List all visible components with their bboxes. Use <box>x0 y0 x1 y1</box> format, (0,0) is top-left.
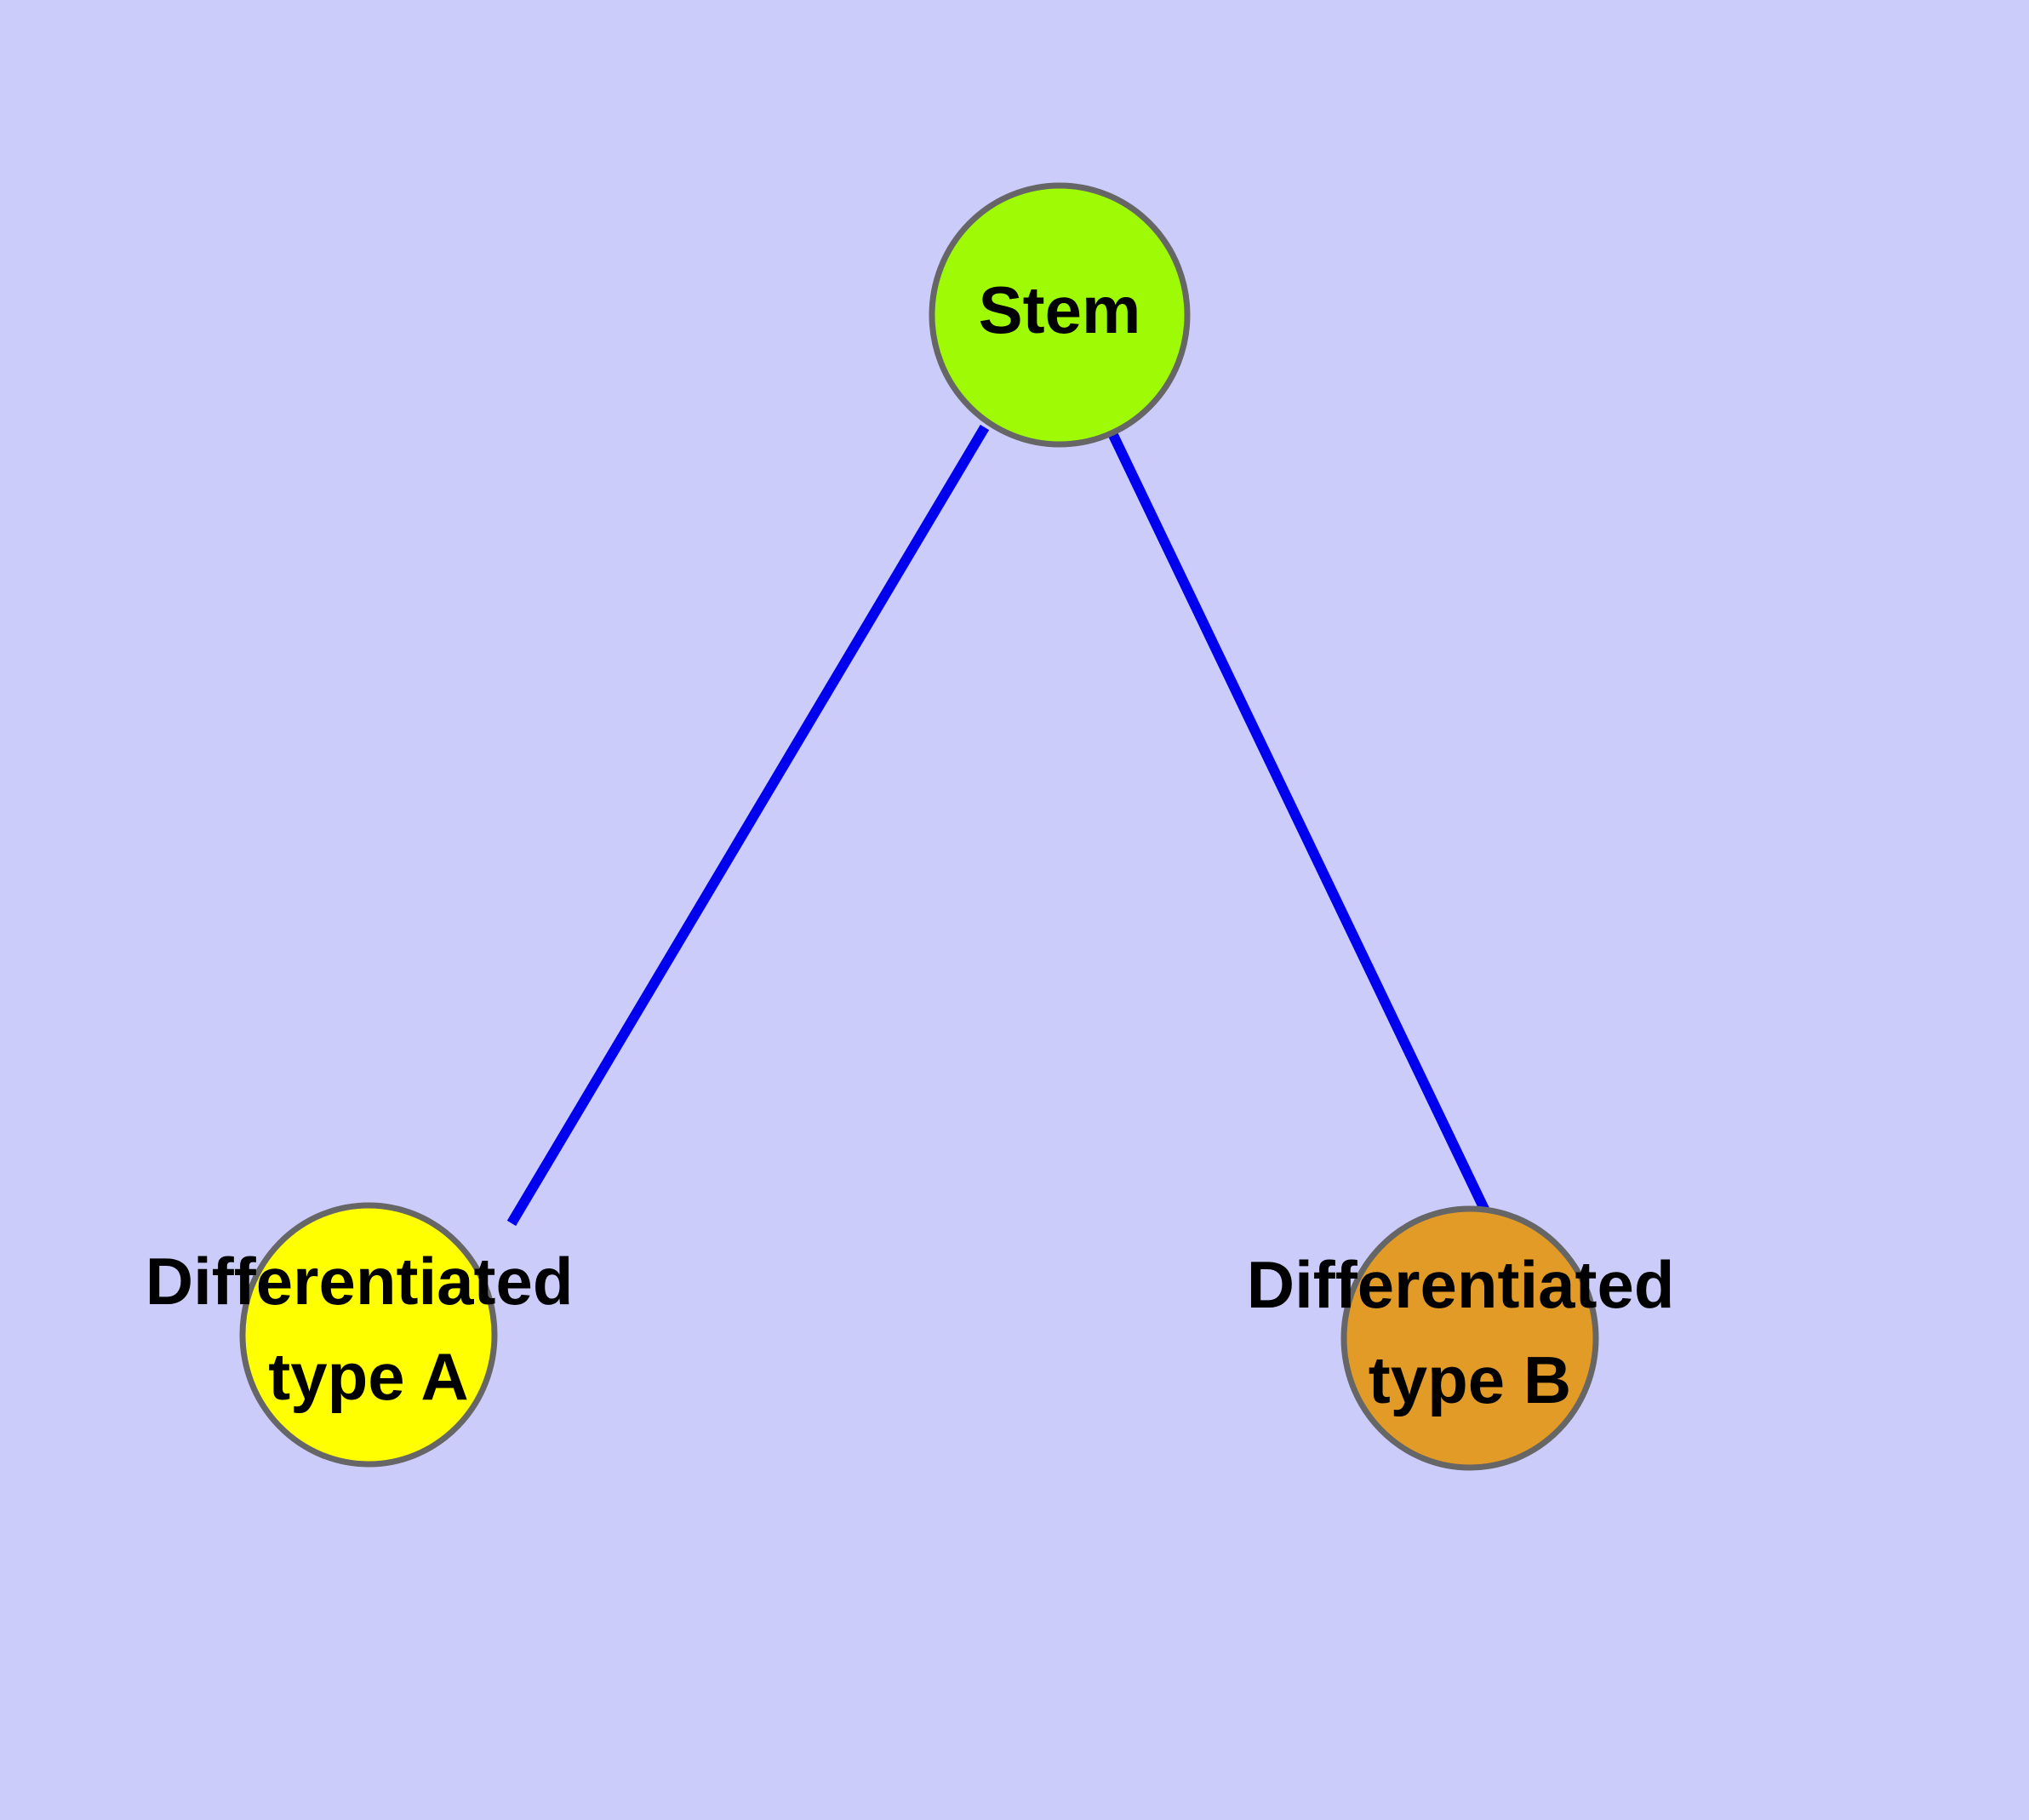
node-stem[interactable] <box>929 182 1191 448</box>
node-diff-type-a[interactable] <box>239 1202 498 1468</box>
node-label-diff-type-a: Differentiated type A <box>146 1244 592 1414</box>
node-label-diff-type-b-line2: type B <box>1369 1342 1571 1417</box>
node-label-stem-line1: Stem <box>979 272 1141 347</box>
edge-layer <box>506 424 1496 1227</box>
node-label-diff-type-b: Differentiated type B <box>1247 1247 1693 1417</box>
node-circle-diff-type-b[interactable] <box>1340 1205 1599 1471</box>
node-diff-type-b[interactable] <box>1340 1205 1599 1471</box>
node-circle-diff-type-a[interactable] <box>239 1202 498 1468</box>
label-layer: Stem Differentiated type A Differentiate… <box>146 272 1693 1417</box>
node-label-diff-type-b-line1: Differentiated <box>1247 1247 1675 1322</box>
node-label-diff-type-a-line2: type A <box>268 1339 469 1414</box>
edge-stem-to-diff-b[interactable] <box>1107 431 1496 1226</box>
node-label-stem: Stem <box>979 272 1141 347</box>
edge-stem-to-diff-a[interactable] <box>506 424 990 1227</box>
node-label-diff-type-a-line1: Differentiated <box>146 1244 574 1319</box>
node-circle-stem[interactable] <box>929 182 1191 448</box>
node-layer <box>239 182 1599 1471</box>
